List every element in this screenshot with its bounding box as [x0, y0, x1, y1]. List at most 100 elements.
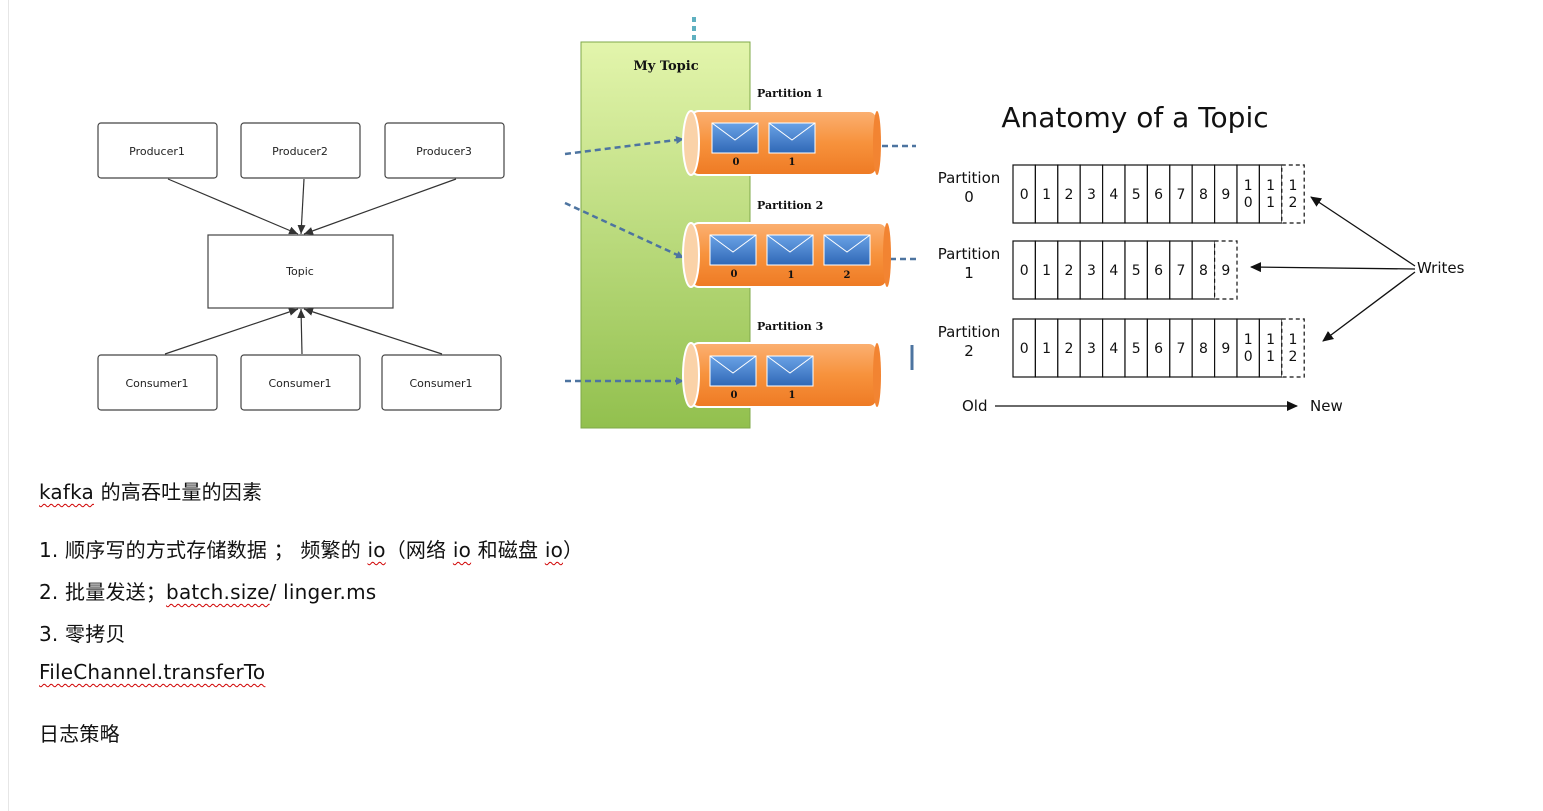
- offset-number: 5: [1132, 341, 1141, 357]
- producer-consumer-diagram: Producer1 Producer2 Producer3 Topic Cons…: [97, 122, 505, 411]
- partition-row-number: 1: [964, 264, 974, 282]
- pending-log-cell: [1281, 318, 1305, 378]
- offset-number: 8: [1199, 263, 1208, 279]
- writes-label: Writes: [1417, 259, 1465, 277]
- offset-label: 2: [844, 270, 851, 281]
- arrow: [164, 308, 299, 355]
- item-text: ）: [563, 538, 584, 562]
- offset-number: 2: [1065, 341, 1074, 357]
- consumer-label: Consumer1: [268, 377, 331, 390]
- offset-number: 2: [1065, 263, 1074, 279]
- producer-box: Producer2: [240, 122, 361, 179]
- partition-row-number: 0: [964, 188, 974, 206]
- offset-number: 0: [1020, 263, 1029, 279]
- offset-number: 0: [1020, 341, 1029, 357]
- offset-label: 1: [789, 390, 796, 401]
- log-cell: [1236, 164, 1260, 224]
- producer-label: Producer1: [129, 145, 185, 158]
- item-sequential-write: 1. 顺序写的方式存储数据 ； 频繁的 io（网络 io 和磁盘 io）: [39, 534, 583, 563]
- heading-rest: 的高吞吐量的因素: [94, 480, 263, 504]
- message-envelope: [823, 234, 871, 266]
- partition-pipe: 0 1: [682, 342, 881, 408]
- filechannel-word: FileChannel.transferTo: [39, 660, 266, 684]
- partition-label: Partition 3: [757, 320, 823, 333]
- log-cell: [1258, 164, 1283, 224]
- offset-number: 4: [1109, 187, 1118, 203]
- io-word: io: [367, 538, 386, 562]
- offset-label: 1: [789, 157, 796, 168]
- offset-number: 4: [1109, 263, 1118, 279]
- producer-label: Producer3: [416, 145, 472, 158]
- offset-number: 3: [1087, 341, 1096, 357]
- offset-number: 1: [1042, 341, 1051, 357]
- arrow: [167, 178, 299, 235]
- offset-number: 3: [1087, 187, 1096, 203]
- log-cell: [1258, 318, 1283, 378]
- item-text: / linger.ms: [269, 580, 377, 604]
- arrow: [303, 178, 457, 235]
- partition-row-label: Partition: [938, 323, 1001, 341]
- offset-label: 1: [788, 270, 795, 281]
- offset-number: 5: [1132, 263, 1141, 279]
- write-arrow: [1250, 262, 1416, 273]
- offset-number: 1: [1042, 187, 1051, 203]
- arrow: [564, 201, 685, 260]
- item-text: 和磁盘: [471, 538, 545, 562]
- offset-number: 7: [1177, 341, 1186, 357]
- io-word: io: [452, 538, 472, 562]
- offset-number: 7: [1177, 187, 1186, 203]
- heading-kafka-word: kafka: [39, 480, 95, 504]
- item-zero-copy: 3. 零拷贝: [39, 618, 126, 647]
- write-arrow: [1310, 196, 1416, 267]
- consumer-label: Consumer1: [125, 377, 188, 390]
- batch-size-word: batch.size: [166, 580, 270, 604]
- arrow: [303, 307, 443, 355]
- producer-box: Producer3: [384, 122, 505, 179]
- consumer-box: Consumer1: [97, 354, 218, 411]
- offset-number: 9: [1221, 187, 1230, 203]
- item-batch-send: 2. 批量发送；batch.size/ linger.ms: [39, 576, 376, 605]
- offset-number: 5: [1132, 187, 1141, 203]
- io-word: io: [544, 538, 564, 562]
- item-filechannel: FileChannel.transferTo: [39, 660, 265, 684]
- offset-number: 6: [1154, 263, 1163, 279]
- item-text: 3. 零拷贝: [39, 622, 126, 646]
- item-text: 2. 批量发送；: [39, 580, 167, 604]
- message-envelope: [766, 234, 814, 266]
- offset-number: 8: [1199, 341, 1208, 357]
- partition-label: Partition 1: [757, 87, 823, 100]
- offset-label: 0: [731, 269, 738, 280]
- offset-number: 1: [1042, 263, 1051, 279]
- offset-number: 6: [1154, 341, 1163, 357]
- message-envelope: [709, 234, 757, 266]
- heading-log-policy: 日志策略: [39, 718, 120, 747]
- partition-row-label: Partition: [938, 169, 1001, 187]
- consumer-box: Consumer1: [381, 354, 502, 411]
- item-text: 日志策略: [39, 722, 120, 746]
- topic-label: Topic: [285, 265, 314, 278]
- consumer-box: Consumer1: [240, 354, 361, 411]
- log-cell: [1236, 318, 1260, 378]
- partition-label: Partition 2: [757, 199, 823, 212]
- offset-number: 6: [1154, 187, 1163, 203]
- item-text: （网络: [385, 538, 453, 562]
- partition-pipe: 0 1: [682, 110, 881, 176]
- page-margin-rule: [8, 0, 9, 811]
- consumer-label: Consumer1: [409, 377, 472, 390]
- old-label: Old: [962, 397, 988, 415]
- arrow: [297, 308, 306, 355]
- offset-number: 2: [1065, 187, 1074, 203]
- pending-log-cell: [1281, 164, 1305, 224]
- heading-throughput: kafka 的高吞吐量的因素: [39, 476, 262, 505]
- offset-label: 0: [733, 157, 740, 168]
- message-envelope: [711, 122, 759, 154]
- partition-pipe: 0 1 2: [682, 222, 891, 288]
- offset-number: 7: [1177, 263, 1186, 279]
